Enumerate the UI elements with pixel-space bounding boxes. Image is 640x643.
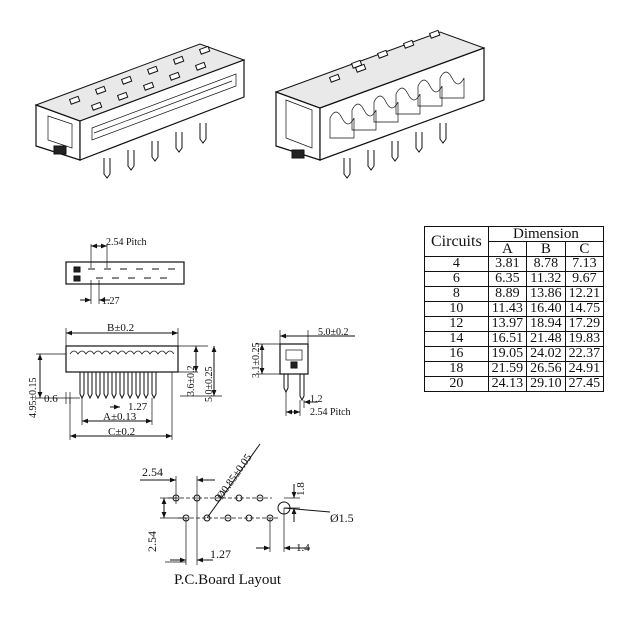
- table-cell-b: 26.56: [526, 361, 566, 377]
- table-cell-b: 18.94: [526, 316, 566, 332]
- front-view: B±0.2 A±0.13 C±0.2 1.27 4.95±0.15 0.6 3.…: [28, 322, 222, 440]
- table-cell-circuits: 14: [424, 331, 489, 347]
- dim-31-label: 3.1±0.25: [251, 343, 262, 379]
- table-cell-a: 21.59: [487, 361, 528, 377]
- table-cell-circuits: 18: [424, 361, 489, 377]
- table-cell-b: 29.10: [526, 376, 566, 392]
- pcb-127-label: 1.27: [210, 547, 231, 561]
- table-cell-a: 24.13: [487, 376, 528, 392]
- top-contact-slots-2: [328, 29, 441, 83]
- col-c-header: C: [564, 241, 605, 257]
- pitch-side-label: 2.54 Pitch: [310, 407, 351, 418]
- table-cell-a: 16.51: [487, 331, 528, 347]
- table-cell-c: 7.13: [564, 256, 605, 272]
- pitch-top-label: 2.54 Pitch: [106, 237, 147, 248]
- table-cell-c: 24.91: [564, 361, 605, 377]
- dim-127-top-label: 1.27: [102, 296, 120, 307]
- dim-495-label: 4.95±0.15: [28, 378, 39, 419]
- table-cell-circuits: 6: [424, 271, 489, 287]
- table-cell-b: 13.86: [526, 286, 566, 302]
- dim-c-label: C±0.2: [108, 426, 135, 438]
- dim-50-top-label: 5.0±0.2: [318, 327, 349, 338]
- table-cell-circuits: 16: [424, 346, 489, 362]
- dim-a-label: A±0.13: [103, 411, 137, 423]
- table-cell-c: 14.75: [564, 301, 605, 317]
- pcb-085-label: Ø0.85±0.05: [215, 451, 255, 501]
- front-view-pins: [79, 372, 157, 400]
- table-cell-b: 8.78: [526, 256, 566, 272]
- exposed-contacts: [329, 71, 465, 139]
- table-cell-b: 21.48: [526, 331, 566, 347]
- table-cell-c: 17.29: [564, 316, 605, 332]
- pcb-18-label: 1.8: [295, 482, 307, 496]
- side-view: 5.0±0.2 3.1±0.25 1.2 2.54 Pitch: [251, 327, 355, 418]
- top-view-slots: [88, 268, 175, 279]
- col-a-header: A: [487, 241, 528, 257]
- dim-127-mid-label: 1.27: [128, 401, 148, 413]
- table-cell-c: 22.37: [564, 346, 605, 362]
- table-cell-a: 13.97: [487, 316, 528, 332]
- table-cell-a: 6.35: [487, 271, 528, 287]
- table-cell-c: 12.21: [564, 286, 605, 302]
- circuits-header: Circuits: [424, 226, 489, 257]
- table-cell-circuits: 8: [424, 286, 489, 302]
- table-cell-b: 16.40: [526, 301, 566, 317]
- table-cell-a: 11.43: [487, 301, 528, 317]
- pcb-254-v-label: 2.54: [145, 531, 159, 552]
- table-cell-c: 9.67: [564, 271, 605, 287]
- table-cell-circuits: 20: [424, 376, 489, 392]
- table-cell-a: 19.05: [487, 346, 528, 362]
- table-cell-b: 24.02: [526, 346, 566, 362]
- table-cell-circuits: 4: [424, 256, 489, 272]
- table-cell-b: 11.32: [526, 271, 566, 287]
- pcb-layout: 2.54 2.54 1.27 Ø0.85±0.05 1.8 Ø1.5 1.4 P…: [140, 443, 354, 588]
- pcb-title: P.C.Board Layout: [174, 572, 282, 588]
- top-contact-slots: [68, 45, 211, 111]
- dimension-header: Dimension: [487, 226, 605, 242]
- top-view: 2.54 Pitch 1.27: [65, 237, 185, 307]
- bottom-pins: [103, 123, 207, 179]
- dim-06-label: 0.6: [44, 393, 58, 405]
- table-cell-circuits: 12: [424, 316, 489, 332]
- table-cell-a: 8.89: [487, 286, 528, 302]
- table-cell-c: 27.45: [564, 376, 605, 392]
- col-b-header: B: [526, 241, 566, 257]
- connector-3d-view-closed: [34, 43, 246, 179]
- pcb-254-h-label: 2.54: [142, 465, 163, 479]
- pcb-14-label: 1.4: [296, 542, 310, 554]
- table-cell-circuits: 10: [424, 301, 489, 317]
- dim-50-side-label: 5.0±0.25: [204, 367, 215, 403]
- connector-3d-view-open: [274, 29, 486, 179]
- dim-12-label: 1.2: [310, 394, 323, 405]
- dim-b-label: B±0.2: [107, 322, 134, 334]
- table-cell-a: 3.81: [487, 256, 528, 272]
- pcb-15-label: Ø1.5: [330, 511, 354, 525]
- dim-36-label: 3.6±0.2: [186, 366, 197, 397]
- table-cell-c: 19.83: [564, 331, 605, 347]
- bottom-pins-2: [343, 123, 447, 179]
